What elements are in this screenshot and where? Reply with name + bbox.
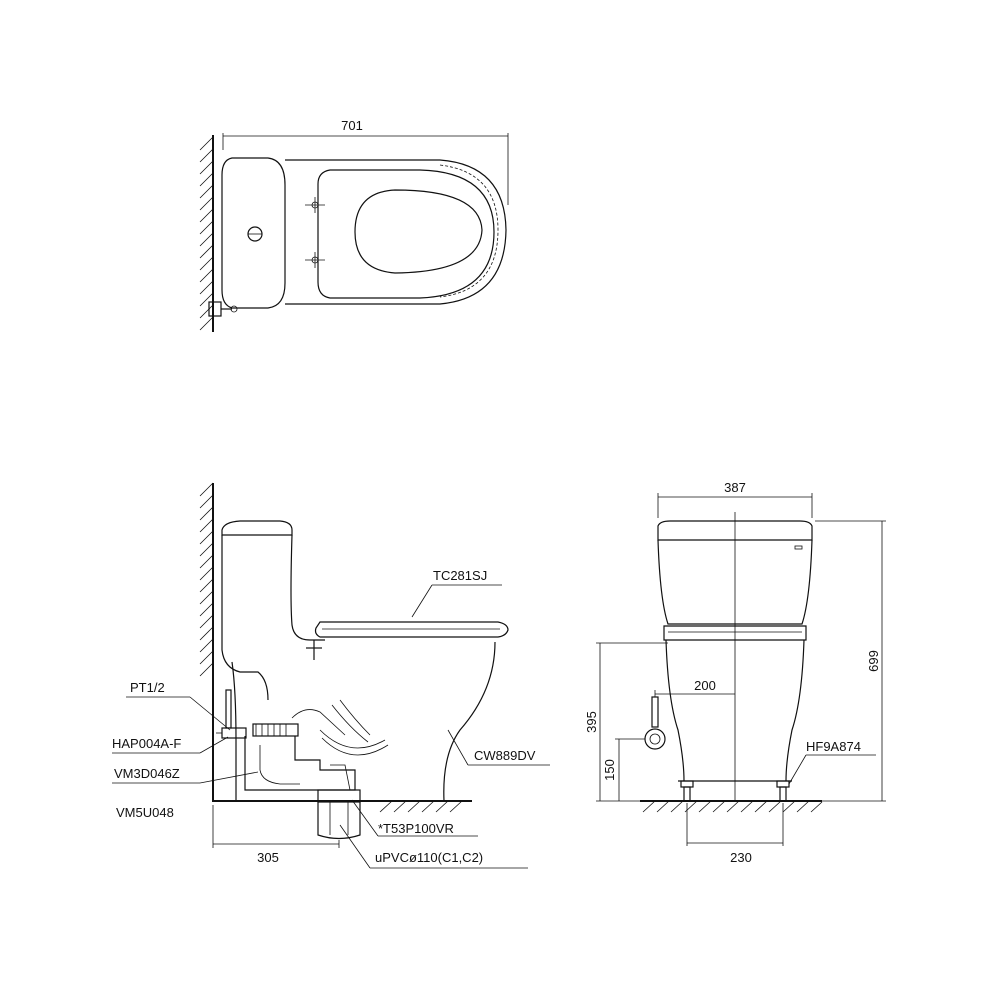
top-view: 701 bbox=[199, 118, 509, 332]
drain-adapter bbox=[244, 736, 356, 791]
hinge-icon bbox=[305, 252, 325, 268]
flush-lever-icon bbox=[794, 545, 803, 550]
top-tank-outline bbox=[221, 157, 286, 309]
side-body-wall bbox=[231, 661, 237, 800]
label-pt: PT1/2 bbox=[130, 680, 165, 695]
leader-hap: HAP004A-F bbox=[112, 736, 229, 754]
label-vm5: VM5U048 bbox=[116, 805, 174, 820]
leader-upvc: uPVCø110(C1,C2) bbox=[339, 824, 528, 869]
front-dim-height-label: 699 bbox=[866, 650, 881, 672]
top-wall-hatch bbox=[199, 136, 214, 331]
label-hap: HAP004A-F bbox=[112, 736, 181, 751]
label-seat: TC281SJ bbox=[433, 568, 487, 583]
label-vm3: VM3D046Z bbox=[114, 766, 180, 781]
top-seat-outline bbox=[317, 169, 495, 299]
leader-vm3: VM3D046Z bbox=[112, 766, 259, 784]
supply-pipe bbox=[216, 689, 247, 739]
leader-seat: TC281SJ bbox=[411, 568, 502, 618]
side-bowl-front bbox=[443, 641, 496, 802]
front-view: 387 699 395 150 200 bbox=[584, 480, 886, 865]
side-wall-hatch bbox=[199, 482, 214, 677]
front-supply-valve-icon bbox=[615, 696, 666, 750]
front-tank-lid bbox=[657, 520, 813, 541]
front-dim-inlet-offset-label: 200 bbox=[694, 678, 716, 693]
leader-t53: *T53P100VR bbox=[351, 799, 478, 837]
label-bolt: HF9A874 bbox=[806, 739, 861, 754]
side-dim-depth: 305 bbox=[212, 805, 340, 865]
top-dim-width: 701 bbox=[222, 118, 509, 205]
front-dim-inlet-offset: 200 bbox=[654, 678, 735, 697]
front-dim-valve-height-label: 150 bbox=[602, 759, 617, 781]
label-upvc: uPVCø110(C1,C2) bbox=[375, 850, 483, 865]
top-body-outline bbox=[285, 159, 507, 305]
label-bowl: CW889DV bbox=[474, 748, 536, 763]
side-hinge-icon bbox=[306, 640, 322, 660]
top-seat-opening bbox=[354, 189, 483, 274]
front-dim-bolt-span: 230 bbox=[686, 803, 784, 865]
side-tank-back bbox=[290, 534, 325, 641]
side-view: 305 TC281SJ PT1/2 HAP004A-F VM3D046Z VM5… bbox=[112, 482, 550, 869]
front-body-right bbox=[785, 639, 805, 782]
bolt-icon bbox=[776, 780, 790, 802]
front-floor-hatch bbox=[642, 800, 823, 813]
supply-valve-icon bbox=[208, 301, 238, 317]
side-tank-front bbox=[221, 535, 269, 701]
top-rim-dashed bbox=[439, 164, 499, 298]
outlet-adapter bbox=[252, 723, 299, 737]
drain-pipe bbox=[317, 789, 361, 840]
trapway-line bbox=[339, 699, 371, 736]
front-dim-width: 387 bbox=[657, 480, 813, 518]
front-dim-inlet-height-label: 395 bbox=[584, 711, 599, 733]
side-dim-depth-label: 305 bbox=[257, 850, 279, 865]
hinge-icon bbox=[305, 197, 325, 213]
top-dim-width-label: 701 bbox=[341, 118, 363, 133]
side-seat bbox=[314, 621, 509, 638]
bolt-icon bbox=[680, 780, 694, 802]
front-dim-valve-height: 150 bbox=[602, 739, 620, 801]
front-dim-width-label: 387 bbox=[724, 480, 746, 495]
side-floor-hatch bbox=[379, 800, 463, 813]
front-dim-bolt-span-label: 230 bbox=[730, 850, 752, 865]
label-t53: *T53P100VR bbox=[378, 821, 454, 836]
leader-bowl: CW889DV bbox=[447, 729, 550, 766]
front-dim-inlet-height: 395 bbox=[584, 642, 668, 802]
side-tank-lid bbox=[221, 520, 293, 536]
leader-pt: PT1/2 bbox=[126, 680, 231, 731]
front-seat bbox=[663, 625, 807, 641]
front-body-left bbox=[665, 639, 685, 782]
leader-bolt: HF9A874 bbox=[788, 739, 876, 785]
front-dim-height: 699 bbox=[815, 520, 886, 802]
